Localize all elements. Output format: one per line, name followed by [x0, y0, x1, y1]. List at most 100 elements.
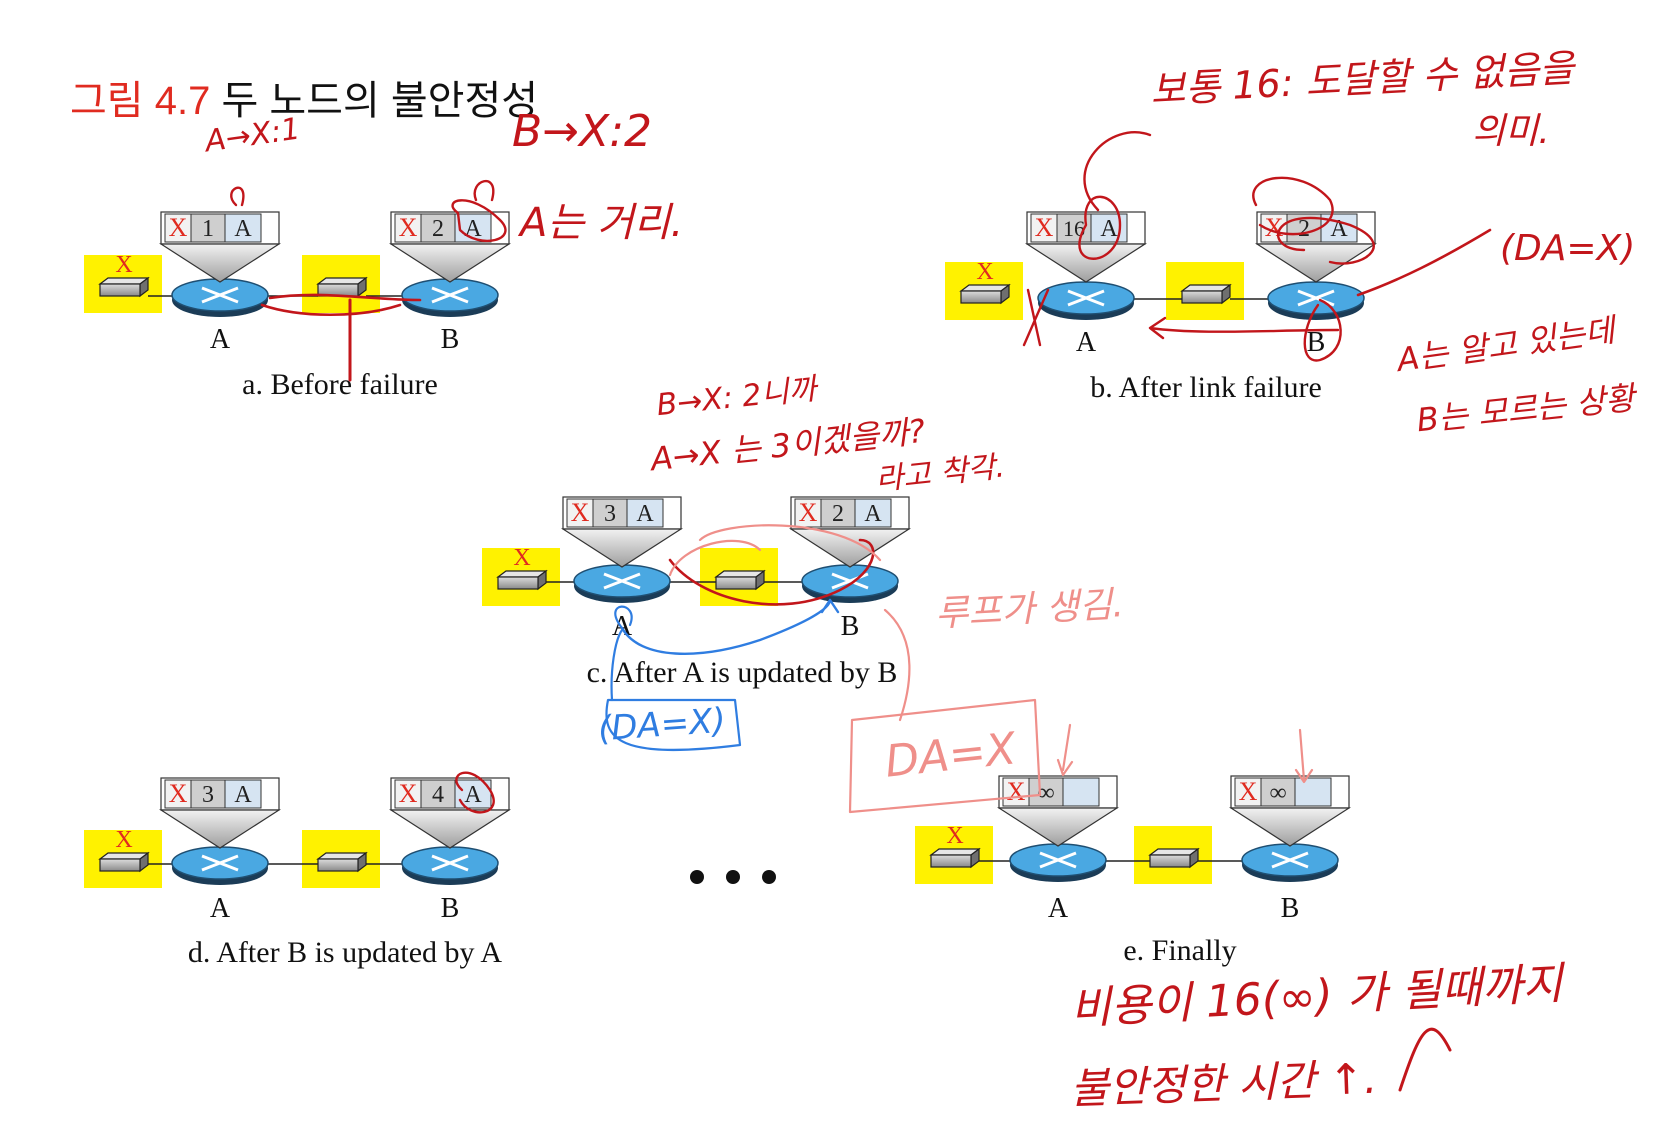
table-next: A	[636, 501, 654, 527]
table-cost: 4	[432, 782, 444, 808]
network-marker: X	[513, 545, 530, 571]
table-dest: X	[169, 779, 188, 808]
pen-stroke	[1148, 316, 1340, 340]
node-label-b: B	[1281, 893, 1300, 924]
network-marker: X	[115, 252, 132, 278]
router-icon	[573, 564, 671, 603]
pen-stroke	[1083, 131, 1152, 212]
table-dest: X	[571, 498, 590, 527]
host-icon	[496, 569, 548, 591]
pen-stroke	[1252, 176, 1334, 236]
router-icon	[1009, 843, 1107, 882]
pen-stroke	[455, 771, 495, 814]
network-marker: X	[946, 823, 963, 849]
handwritten-note-a-dist: A는 거리.	[520, 200, 684, 246]
host-icon	[98, 851, 150, 873]
pen-stroke	[1303, 298, 1342, 362]
host-icon	[316, 851, 368, 873]
router-icon	[801, 564, 899, 603]
handwritten-note-b-da: (DA=X)	[1500, 228, 1636, 269]
pen-stroke	[1294, 728, 1314, 784]
table-cost: 3	[604, 501, 616, 527]
table-cost: 2	[432, 216, 444, 242]
pen-stroke	[230, 186, 245, 207]
table-cost: 1	[202, 216, 214, 242]
table-cost: ∞	[1269, 780, 1286, 806]
handwritten-note-e-note2: 불안정한 시간 ↑.	[1069, 1053, 1378, 1114]
node-label-a: A	[210, 893, 231, 924]
pen-stroke	[1056, 723, 1074, 777]
node-label-a: A	[210, 324, 231, 355]
host-icon	[1148, 847, 1200, 869]
figure-title: 두 노드의 불안정성	[221, 79, 539, 123]
table-dest: X	[1239, 777, 1258, 806]
node-label-b: B	[441, 893, 460, 924]
routing-table: X∞	[996, 775, 1120, 847]
node-label-b: B	[1307, 327, 1326, 358]
table-cost: ∞	[1037, 780, 1054, 806]
router-icon	[1267, 281, 1365, 320]
pen-stroke	[605, 698, 742, 752]
table-dest: X	[399, 213, 418, 242]
network-marker: X	[976, 259, 993, 285]
node-label-a: A	[1048, 893, 1069, 924]
pen-stroke	[848, 698, 1042, 814]
router-icon	[1037, 281, 1135, 320]
page-title: 그림 4.7 두 노드의 불안정성	[70, 68, 538, 126]
table-dest: X	[1007, 777, 1026, 806]
routing-table: X∞	[1228, 775, 1352, 847]
panel-caption: b. After link failure	[1090, 371, 1322, 404]
host-icon	[1180, 283, 1232, 305]
handwritten-note-c-loop: 루프가 생김.	[934, 584, 1125, 635]
host-icon	[929, 847, 981, 869]
host-icon	[959, 283, 1011, 305]
pen-stroke	[668, 539, 762, 577]
handwritten-note-a-bx: B→X:2	[512, 106, 653, 157]
node-label-b: B	[841, 611, 860, 642]
pen-stroke	[620, 598, 840, 655]
table-next: A	[234, 216, 252, 242]
router-icon	[171, 846, 269, 885]
router-icon	[401, 846, 499, 885]
network-marker: X	[115, 827, 132, 853]
table-dest: X	[1035, 213, 1054, 242]
node-label-b: B	[441, 324, 460, 355]
pen-stroke	[668, 538, 875, 606]
table-cost: 3	[202, 782, 214, 808]
router-icon	[171, 278, 269, 317]
handwritten-note-b-top2: 의미.	[1472, 111, 1550, 152]
pen-stroke	[1398, 1027, 1452, 1092]
pen-stroke	[451, 199, 507, 243]
table-next: A	[864, 501, 882, 527]
table-next: A	[1100, 216, 1118, 242]
router-icon	[1241, 843, 1339, 882]
table-next: A	[464, 782, 482, 808]
table-dest: X	[399, 779, 418, 808]
panel-caption: c. After A is updated by B	[587, 656, 898, 689]
table-cost: 2	[832, 501, 844, 527]
table-next: A	[234, 782, 252, 808]
table-cost: 2	[1298, 216, 1310, 242]
panel-caption: a. Before failure	[242, 368, 438, 401]
pen-stroke	[610, 628, 624, 702]
pen-stroke	[698, 524, 882, 562]
pen-stroke	[1022, 288, 1050, 347]
figure-number: 그림 4.7	[70, 79, 211, 123]
table-dest: X	[799, 498, 818, 527]
host-icon	[316, 276, 368, 298]
ellipsis-icon	[690, 870, 776, 884]
pen-stroke	[614, 605, 633, 630]
pen-stroke	[1356, 228, 1492, 297]
